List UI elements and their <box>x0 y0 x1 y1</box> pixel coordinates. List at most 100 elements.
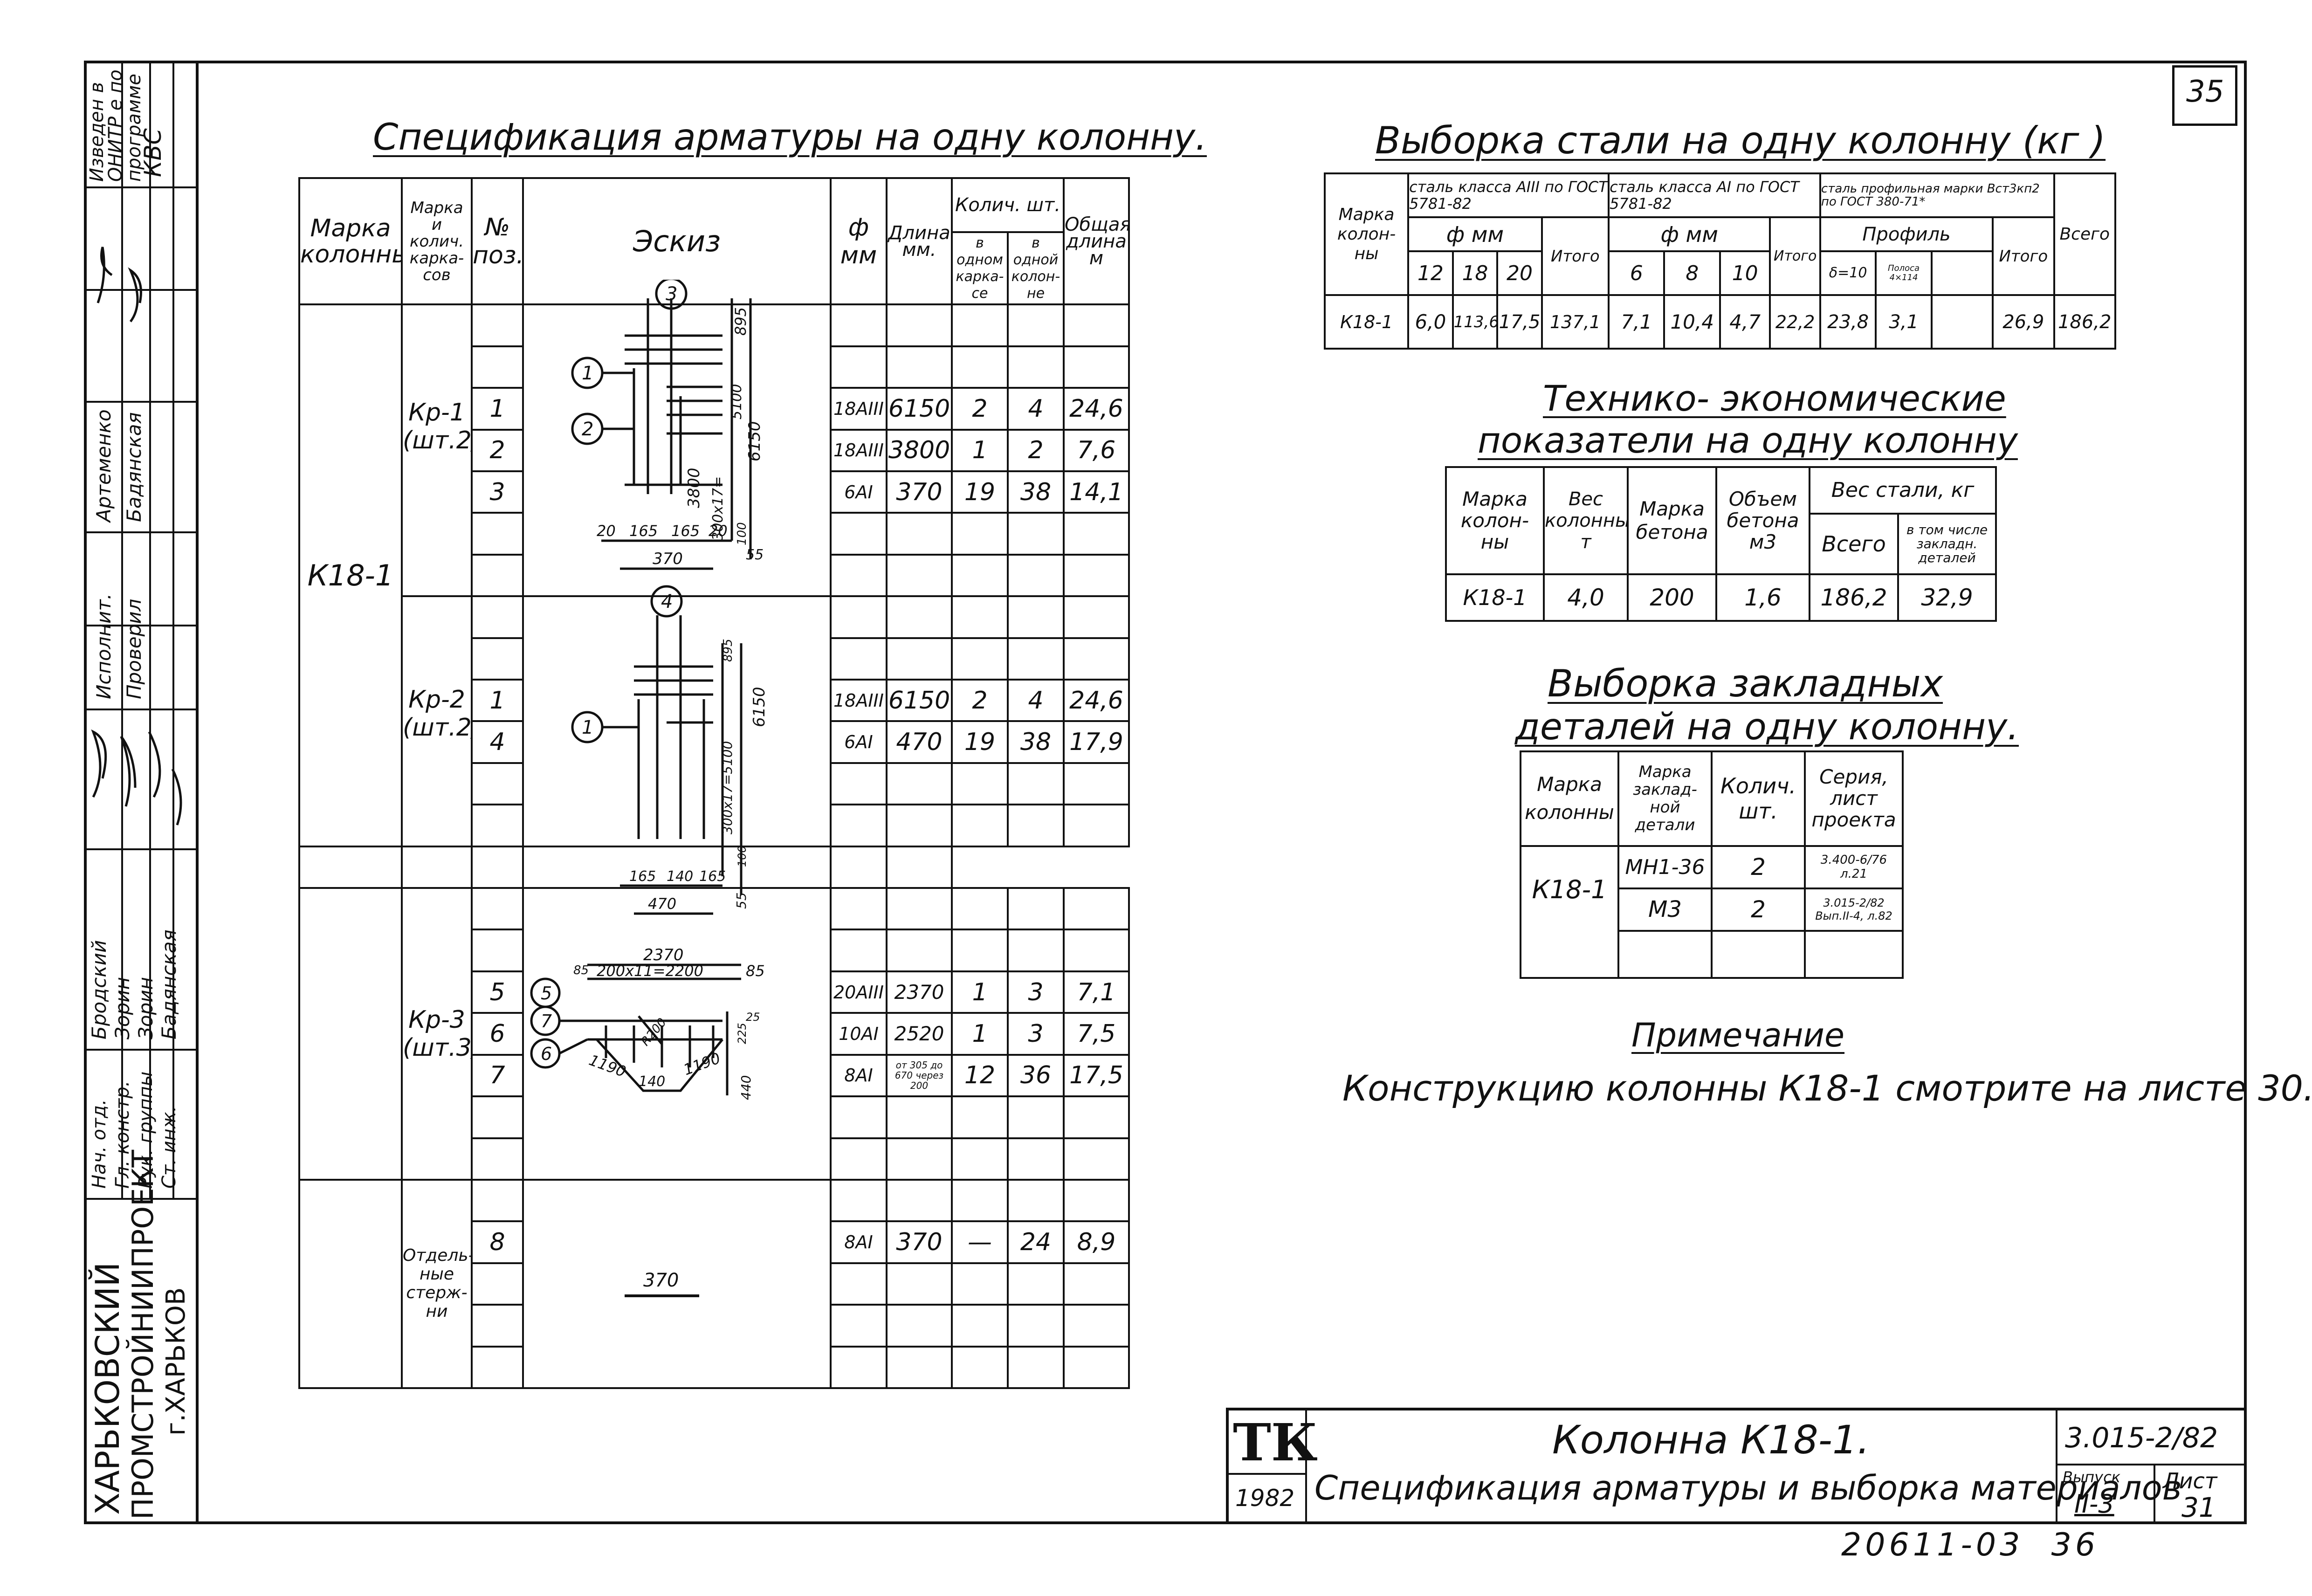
org-line-1: ХАРЬКОВСКИЙ <box>89 1262 127 1515</box>
tb-sheet: 31 <box>2181 1492 2216 1523</box>
steel-col-12: 12 <box>1407 250 1454 296</box>
tb-year: 1982 <box>1235 1485 1295 1512</box>
spec-frame-kr3-name: Кр-3 <box>408 1005 465 1034</box>
note-title: Примечание <box>1631 1016 1845 1054</box>
steel-val: 3,1 <box>1875 294 1933 350</box>
tep-h-total: Всего <box>1809 513 1899 575</box>
spec-total: 7,6 <box>1063 428 1130 473</box>
spec-frame-kr2-name: Кр-2 <box>408 686 465 714</box>
k1-c1: 1 <box>582 363 593 384</box>
steel-h-prof: сталь профильная марки Вст3кп2 по ГОСТ 3… <box>1819 172 2055 218</box>
tep-title-2: показатели на одну колонну <box>1478 420 2018 461</box>
sketch-kr3 <box>530 963 741 1095</box>
spec-dia: 8АI <box>830 1220 888 1264</box>
spec-n2: 2 <box>1007 428 1065 473</box>
spec-frame-kr3-qty: (шт.3) <box>403 1033 472 1062</box>
spec-frame-kr3: Кр-3(шт.3) <box>401 887 473 1181</box>
k2-470: 470 <box>648 895 676 913</box>
emb-h-series: Серия, лист проекта <box>1804 750 1904 847</box>
k2-165a: 165 <box>629 868 656 885</box>
spec-column-mark: К18-1 <box>298 303 403 847</box>
spec-len: 2520 <box>886 1012 953 1056</box>
tb-issue-label: Выпуск <box>2063 1468 2120 1486</box>
spec-n1: 12 <box>951 1053 1009 1098</box>
spec-total: 24,6 <box>1063 387 1130 431</box>
spec-pos: 7 <box>471 1053 524 1098</box>
steel-row-mark: К18-1 <box>1323 294 1410 350</box>
tb-div-3 <box>2154 1464 2155 1524</box>
spec-h-pos: № поз. <box>471 177 524 306</box>
steel-col-20: 20 <box>1496 250 1543 296</box>
k3-25: 25 <box>746 1011 760 1024</box>
side-divider-2 <box>149 61 151 1198</box>
spec-table: Марка колонны Марка и колич. карка- сов … <box>298 177 1130 1390</box>
emb-series: 3.015-2/82 Вып.II-4, л.82 <box>1804 887 1904 932</box>
steel-val: 7,1 <box>1608 294 1665 350</box>
sketch-cell-kr3 <box>522 887 832 1181</box>
steel-col-10: 10 <box>1719 250 1771 296</box>
tep-h-concrete: Марка бетона <box>1627 466 1717 575</box>
spec-dia: 18АIII <box>830 387 888 431</box>
spec-n1: 2 <box>951 679 1009 722</box>
spec-n2: 38 <box>1007 470 1065 514</box>
spec-n1: 1 <box>951 1012 1009 1056</box>
spec-pos: 4 <box>471 720 524 764</box>
spec-len: 370 <box>886 470 953 514</box>
k3-225: 225 <box>736 1023 749 1044</box>
spec-len: 6150 <box>886 387 953 431</box>
steel-val: 137,1 <box>1541 294 1610 350</box>
emb-title-2: деталей на одну колонну. <box>1515 706 2019 748</box>
k2-100: 100 <box>736 846 749 867</box>
steel-h-profile: Профиль <box>1819 216 1994 253</box>
steel-col-d10: δ=10 <box>1819 250 1877 296</box>
spec-dia: 6АI <box>830 470 888 514</box>
spec-frame-kr1-name: Кр-1 <box>408 399 465 427</box>
emb-h-mark: Марка колонны <box>1520 750 1619 847</box>
k1-c3: 3 <box>666 283 677 305</box>
k3-2200: 200х11=2200 <box>597 962 703 980</box>
spec-n2: 3 <box>1007 1012 1065 1056</box>
tep-h-embedded: в том числе закладн. деталей <box>1897 513 1997 575</box>
steel-val: 4,7 <box>1719 294 1771 350</box>
spec-n1: 1 <box>951 428 1009 473</box>
steel-h-dia-a1: ф мм <box>1608 216 1771 253</box>
k3-c5: 5 <box>541 983 552 1004</box>
org-line-2: ПРОМСТРОЙНИИПРОЕКТ <box>126 1149 160 1520</box>
side-divider-3 <box>172 61 174 1198</box>
spec-dia: 18АIII <box>830 679 888 722</box>
tep-h-mark: Марка колон- ны <box>1445 466 1545 575</box>
side-hdiv-3 <box>84 401 199 403</box>
steel-val: 17,5 <box>1496 294 1543 350</box>
tb-hdiv-left <box>1226 1473 1305 1475</box>
spec-n1: 2 <box>951 387 1009 431</box>
spec-n2: 4 <box>1007 387 1065 431</box>
tep-val: 1,6 <box>1715 573 1810 622</box>
title-block <box>1226 1408 2247 1524</box>
side-hdiv-9 <box>84 1198 199 1200</box>
spec-frame-sep: Отдель- ные стерж- ни <box>401 1178 473 1390</box>
k1-3800: 3800 <box>685 468 703 508</box>
bottom-code: 20611-03 36 <box>1841 1527 2099 1563</box>
spec-h-total: Общая длина м <box>1063 177 1130 306</box>
k3-2370: 2370 <box>643 946 684 964</box>
steel-h-a1: сталь класса АI по ГОСТ 5781-82 <box>1608 172 1821 218</box>
tb-div-1 <box>1305 1408 1307 1524</box>
tb-hdiv-right <box>2056 1464 2247 1465</box>
reinforcement-sketches: 3 1 2 895 5100 6150 3800 300х17= 100 55 … <box>530 280 769 1297</box>
tep-table: Марка колон- ны Вес колонны т Марка бето… <box>1445 466 1997 622</box>
spec-h-dia: ф мм <box>830 177 888 306</box>
spec-column-mark-cont2 <box>298 1179 403 1390</box>
sketch-cell-kr1 <box>522 303 832 598</box>
emb-qty: 2 <box>1711 887 1806 932</box>
spec-n1: 19 <box>951 470 1009 514</box>
spec-total: 14,1 <box>1063 470 1130 514</box>
tep-title-1: Технико- экономические <box>1543 378 2006 419</box>
steel-col-strip: Полоса 4×114 <box>1875 250 1933 296</box>
spec-frame-kr2-qty: (шт.2) <box>403 714 472 742</box>
bar8-label: 370 <box>643 1270 679 1291</box>
k1-c2: 2 <box>582 419 593 440</box>
sketch-kr1 <box>571 280 752 570</box>
spec-n2: 4 <box>1007 679 1065 722</box>
spec-len: 3800 <box>886 428 953 473</box>
k2-55: 55 <box>734 892 749 909</box>
